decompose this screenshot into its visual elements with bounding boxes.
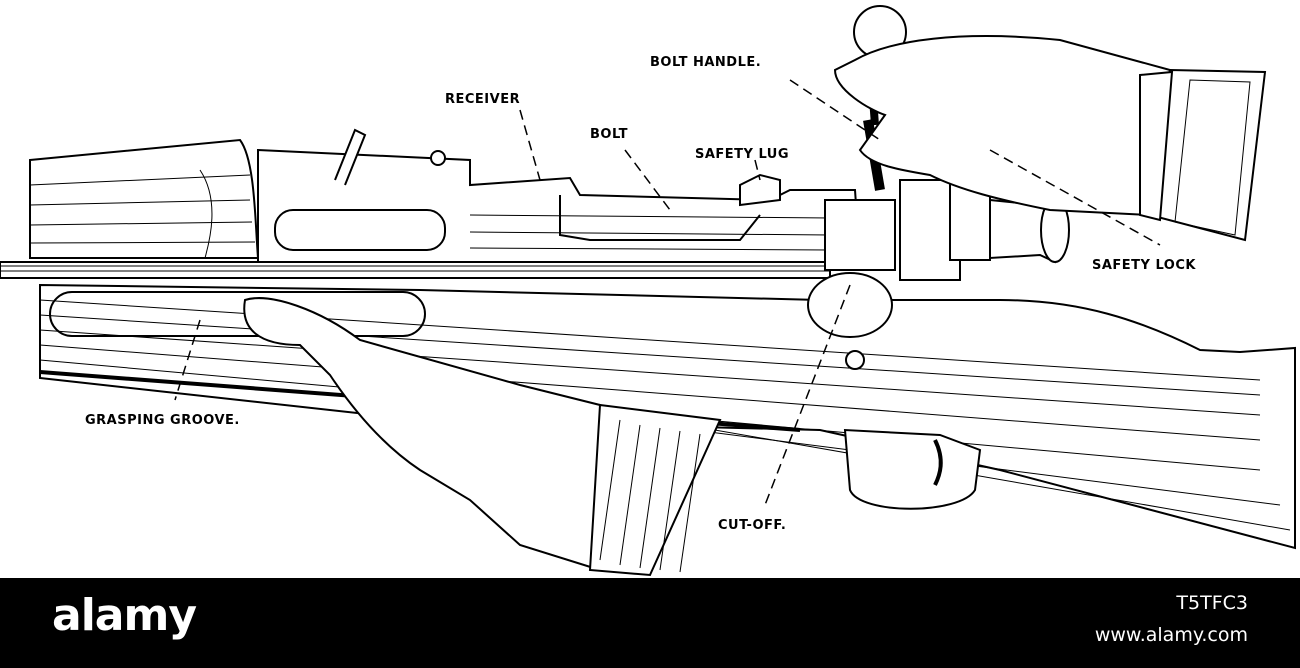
trigger-guard [807, 272, 982, 510]
watermark-footer: alamy T5TFC3 www.alamy.com [0, 578, 1300, 668]
bolt-assembly [824, 5, 1070, 281]
leader-lines [174, 79, 1161, 506]
label-grasping-groove: GRASPING GROOVE. [85, 413, 240, 428]
handguard [29, 138, 260, 259]
label-safety-lock: SAFETY LOCK [1092, 258, 1196, 273]
barrel [0, 261, 831, 279]
label-receiver: RECEIVER [445, 92, 521, 107]
label-safety-lug: SAFETY LUG [695, 147, 790, 162]
label-bolt-handle: BOLT HANDLE. [650, 55, 762, 70]
label-cut-off: CUT-OFF. [718, 518, 787, 533]
receiver [257, 128, 862, 263]
right-hand [833, 35, 1267, 242]
image-id: T5TFC3 [1176, 592, 1248, 614]
rifle-illustration: BOLT HANDLE. RECEIVER BOLT SAFETY LUG SA… [0, 5, 1296, 577]
rifle-drawing [0, 5, 1296, 577]
site-url: www.alamy.com [1094, 624, 1248, 646]
left-hand [243, 297, 722, 577]
alamy-logo: alamy [52, 590, 197, 641]
label-bolt: BOLT [590, 127, 628, 142]
